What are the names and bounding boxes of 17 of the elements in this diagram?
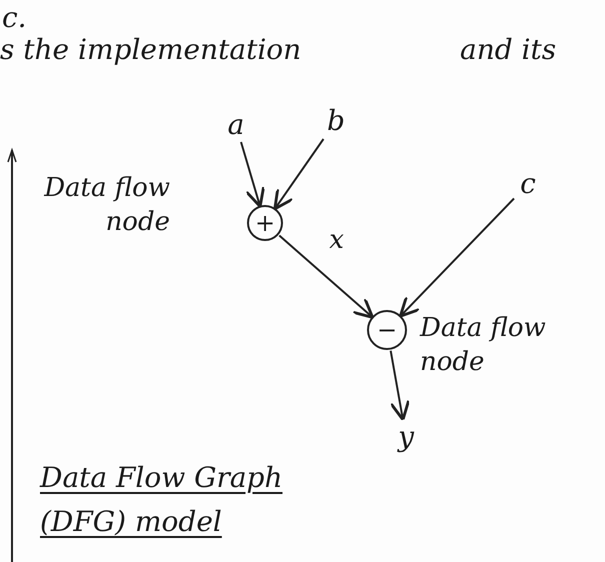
arrow — [398, 198, 515, 318]
variable-label: a — [222, 108, 250, 142]
arrow — [273, 138, 324, 210]
node-caption: Data flow node — [420, 312, 547, 379]
variable-label: y — [392, 418, 420, 456]
note-text: s the implementation — [0, 34, 302, 66]
operator-circle: + — [247, 205, 283, 241]
underlined-note: (DFG) model — [40, 506, 222, 538]
arrow — [390, 350, 410, 422]
arrow — [240, 142, 266, 208]
node-caption: Data flow node — [42, 172, 170, 239]
operator-circle: − — [367, 310, 407, 350]
heading-text: c. — [2, 2, 27, 34]
underlined-note: Data Flow Graph — [40, 462, 282, 494]
variable-label: b — [322, 103, 350, 139]
note-text: and its — [460, 34, 556, 66]
variable-label: c — [514, 168, 542, 200]
